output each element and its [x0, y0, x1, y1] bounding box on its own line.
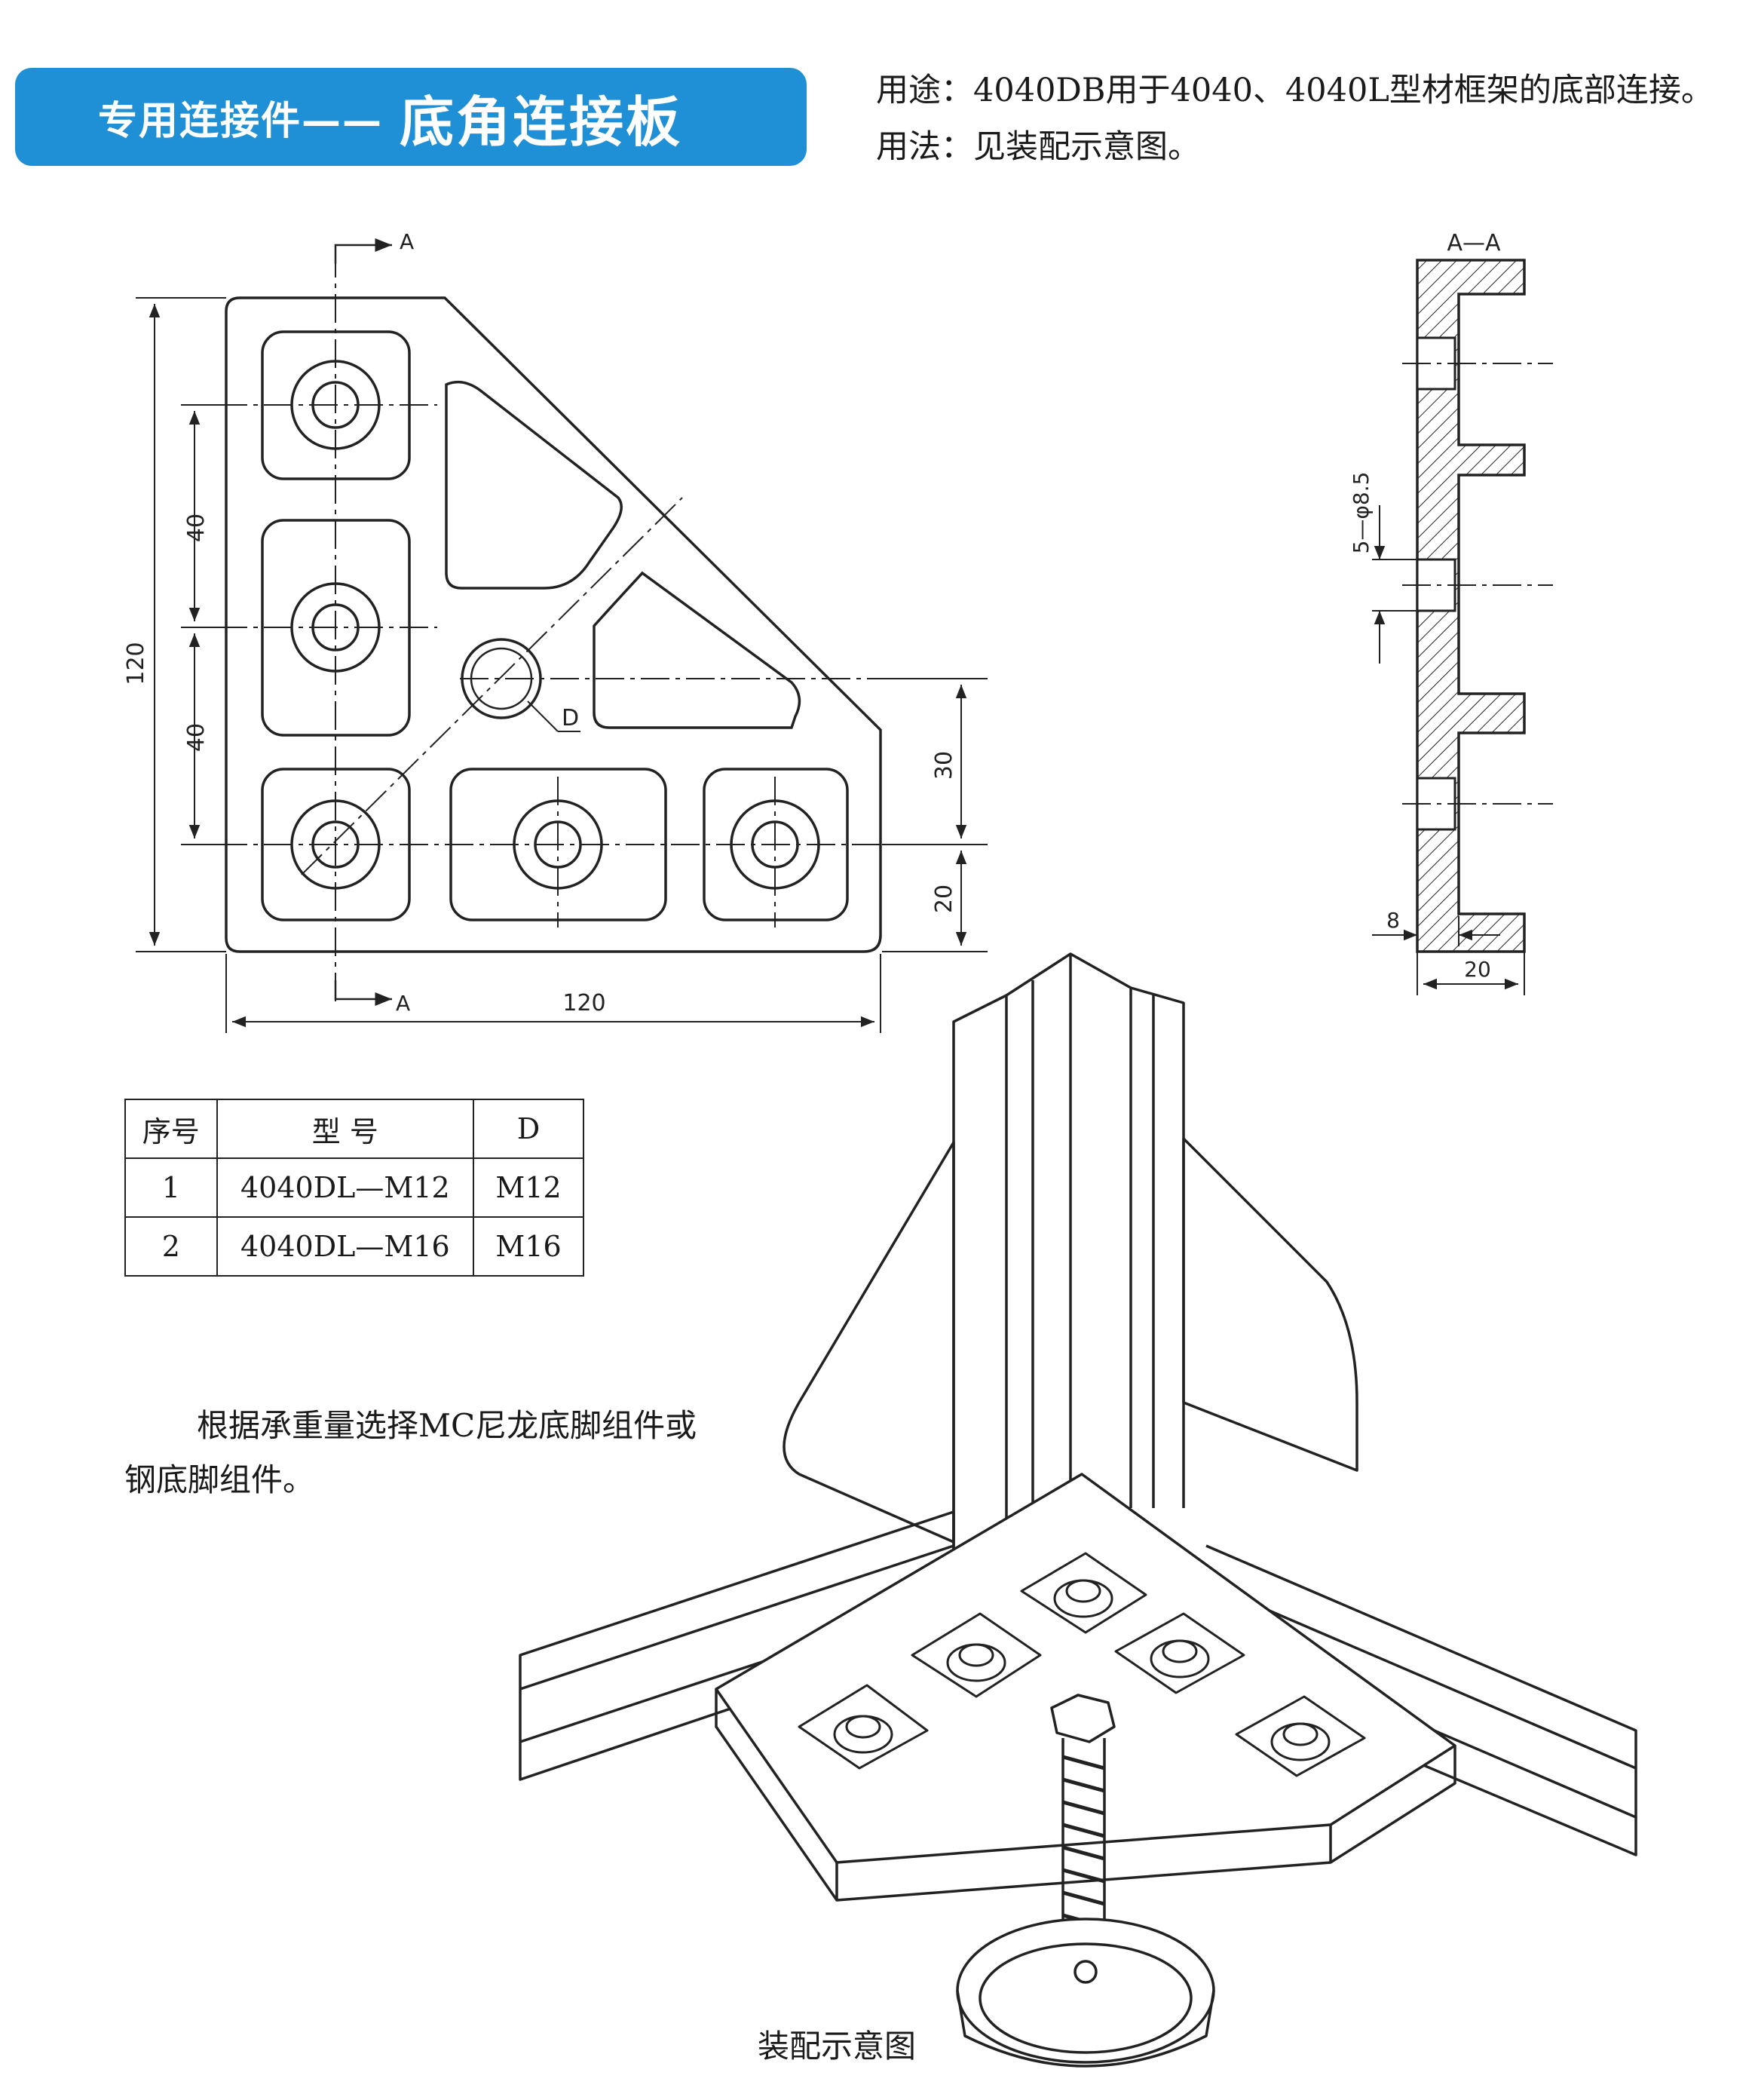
table-row: 1 4040DL—M12 M12: [124, 1157, 584, 1218]
table-cell: M16: [473, 1216, 584, 1277]
section-view: A—A 5—φ8.5 8: [1349, 230, 1553, 995]
dim-8: 8: [1386, 908, 1400, 933]
assembly-illustration: [519, 952, 1637, 2068]
foot-pad: [956, 1918, 1215, 2064]
title-main: 底角连接板: [400, 90, 683, 154]
method-text: 用法：见装配示意图。: [876, 128, 1200, 166]
table-cell: M12: [473, 1157, 584, 1218]
corner-plate: [715, 1473, 1456, 1864]
assembly-caption: 装配示意图: [758, 2028, 917, 2065]
note-text: 根据承重量选择MC尼龙底脚组件或钢底脚组件。: [124, 1407, 697, 1498]
dim-20: 20: [931, 884, 957, 913]
hole-d-label: D: [562, 705, 579, 731]
dim-20-section: 20: [1464, 957, 1491, 982]
section-title: A—A: [1447, 230, 1501, 256]
dim-40-upper: 40: [183, 514, 210, 542]
section-marker-top: [334, 238, 392, 264]
table-header-row: 序号 型 号 D: [124, 1099, 584, 1159]
spec-table: 序号 型 号 D 1 4040DL—M12 M12 2 4040DL—M16 M…: [124, 1099, 584, 1277]
triangle-cutout-upper: [445, 380, 623, 590]
triangle-cutout-lower: [593, 571, 801, 729]
plate-outline: [225, 296, 882, 953]
table-cell: 4040DL—M16: [216, 1216, 475, 1277]
center-lines: [219, 249, 897, 1003]
table-header: 序号: [124, 1099, 218, 1159]
dim-30: 30: [931, 751, 957, 780]
table-cell: 1: [124, 1157, 218, 1218]
table-cell: 2: [124, 1216, 218, 1277]
gusset-right: [1182, 1137, 1358, 1472]
hole-spec: 5—φ8.5: [1349, 472, 1374, 554]
gusset-left: [783, 1141, 955, 1544]
hex-nut: [1050, 1694, 1116, 1743]
dim-120-vertical: 120: [123, 642, 149, 685]
title-prefix: 专用连接件——: [98, 98, 384, 144]
table-cell: 4040DL—M12: [216, 1157, 475, 1218]
title-banner: 专用连接件—— 底角连接板: [15, 68, 807, 166]
table-header: 型 号: [216, 1099, 475, 1159]
dimension-lines: [136, 297, 988, 1033]
section-marker-bottom: [334, 980, 392, 1006]
table-header: D: [473, 1099, 584, 1159]
section-marker-top-label: A: [400, 229, 414, 254]
dim-120-horizontal: 120: [562, 990, 605, 1016]
dim-40-lower: 40: [183, 723, 210, 752]
usage-text: 用途：4040DB用于4040、4040L型材框架的底部连接。: [876, 72, 1714, 109]
table-row: 2 4040DL—M16 M16: [124, 1216, 584, 1277]
section-marker-bottom-label: A: [396, 991, 410, 1016]
